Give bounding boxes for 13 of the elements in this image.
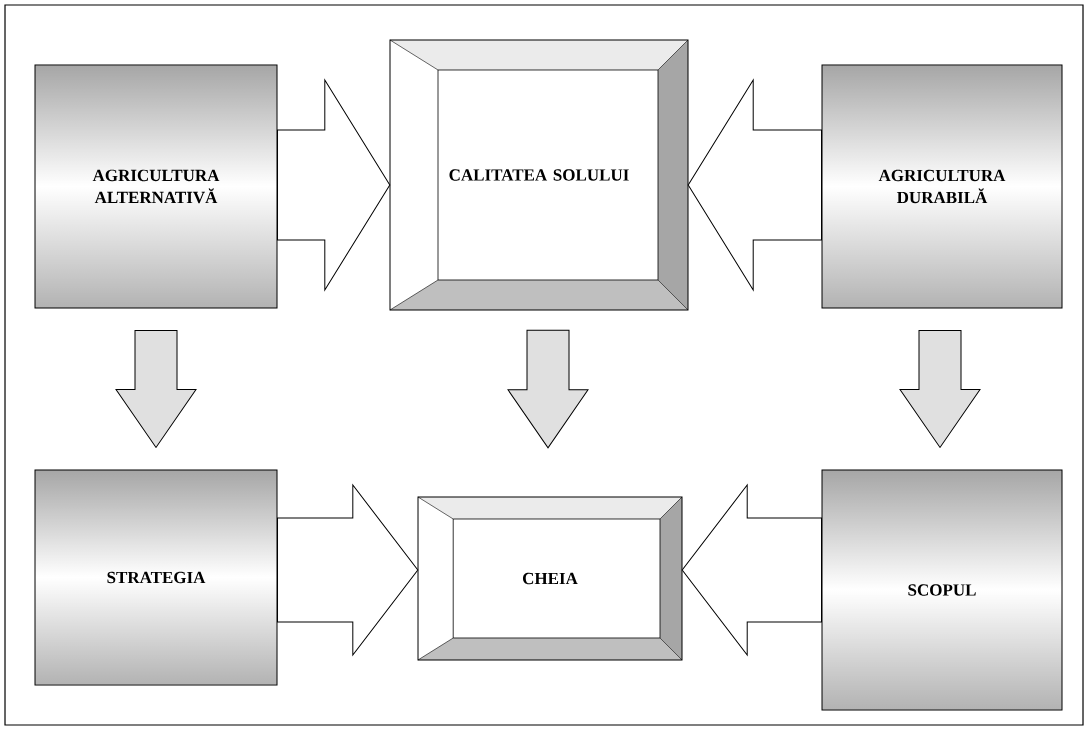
block-arrow xyxy=(277,484,419,656)
bevel-box: CALITATEA SOLULUI xyxy=(389,39,689,311)
block-arrow xyxy=(687,79,822,291)
block-arrow xyxy=(115,330,197,448)
shaded-box: STRATEGIA xyxy=(34,469,278,686)
block-arrow xyxy=(277,79,391,291)
shaded-box: AGRICULTURA DURABILĂ xyxy=(821,64,1063,309)
block-arrow xyxy=(899,330,981,448)
shaded-box: SCOPUL xyxy=(821,469,1063,711)
bevel-box: CHEIA xyxy=(417,496,683,661)
shaded-box: AGRICULTURA ALTERNATIVĂ xyxy=(34,64,278,309)
block-arrow xyxy=(507,329,589,449)
block-arrow xyxy=(681,484,822,656)
